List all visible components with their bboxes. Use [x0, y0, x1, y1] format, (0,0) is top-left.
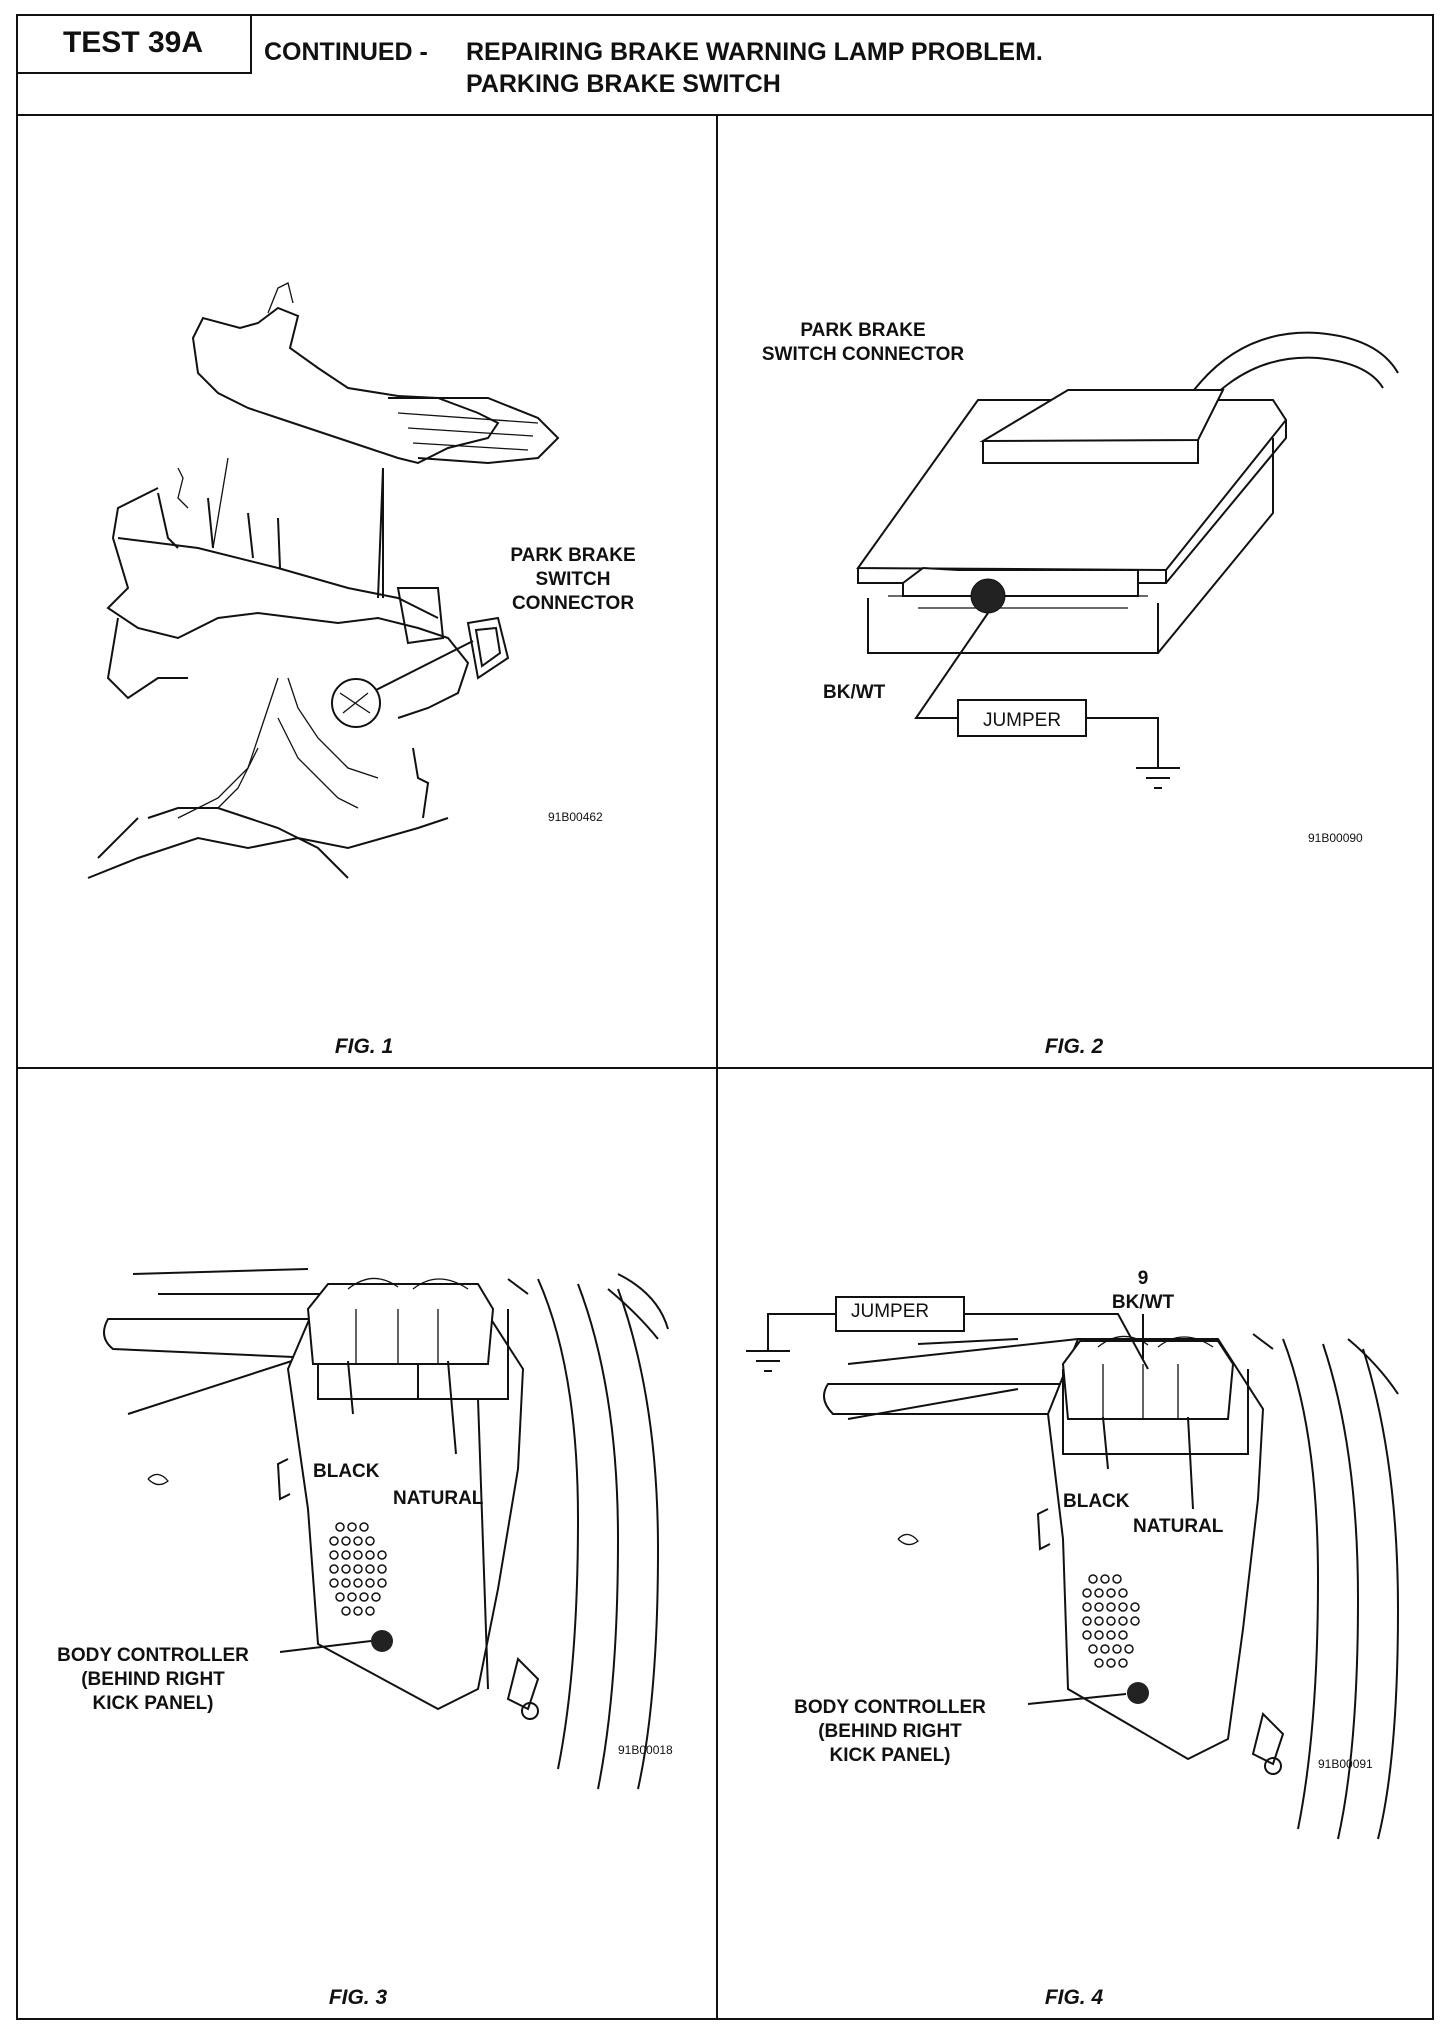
figure-2: PARK BRAKE SWITCH CONNECTOR BK/WT JUMPER… [762, 320, 1399, 1058]
fig2-caption: FIG. 2 [1045, 1035, 1104, 1058]
ground-icon [1136, 767, 1180, 789]
fig4-bc-leader [1027, 1693, 1127, 1705]
fig4-black-label: BLACK [1063, 1491, 1130, 1512]
fig3-body-controller-line3: KICK PANEL) [92, 1693, 213, 1714]
header: TEST 39A CONTINUED - REPAIRING BRAKE WAR… [16, 14, 1434, 116]
fig1-connector-label-line1: PARK BRAKE [510, 545, 635, 566]
fig4-wire-label: BK/WT [1112, 1292, 1175, 1313]
fig4-natural-label: NATURAL [1133, 1516, 1224, 1537]
fig4-jumper-label: JUMPER [851, 1301, 929, 1322]
fig3-black-leader [347, 1360, 354, 1415]
fig1-connector-label-line3: CONNECTOR [512, 593, 634, 614]
fig3-black-label: BLACK [313, 1461, 380, 1482]
fig2-jumper-label: JUMPER [983, 710, 1061, 731]
fig4-ground-wire [767, 1313, 836, 1351]
fig2-wire-label: BK/WT [823, 682, 886, 703]
fig4-body-controller-line3: KICK PANEL) [829, 1745, 950, 1766]
fig4-natural-leader [1187, 1416, 1194, 1510]
fig4-body-controller-line2: (BEHIND RIGHT [818, 1721, 962, 1742]
connector-leader-line [375, 640, 474, 691]
fig4-black-leader [1102, 1416, 1109, 1470]
fig4-caption: FIG. 4 [1045, 1986, 1104, 2009]
fig1-code: 91B00462 [548, 810, 603, 824]
ground-icon [746, 1350, 790, 1372]
fig4-body-controller-line1: BODY CONTROLLER [794, 1697, 986, 1718]
fig1-connector-label-line2: SWITCH [536, 569, 611, 590]
fig2-ground-wire [1086, 717, 1159, 768]
fig3-code: 91B00018 [618, 1743, 673, 1757]
body-controller-illustration [823, 1333, 1400, 1840]
fig4-jumper-wire [964, 1313, 1149, 1370]
fig3-natural-label: NATURAL [393, 1488, 484, 1509]
body-controller-illustration [103, 1268, 669, 1790]
figure-4: JUMPER 9 BK/WT BLACK NATURAL BODY CONTRO… [746, 1268, 1400, 2009]
fig4-code: 91B00091 [1318, 1757, 1373, 1771]
test-label: TEST 39A [16, 14, 252, 74]
page-title-line2: PARKING BRAKE SWITCH [466, 70, 781, 98]
switch-connector-illustration [856, 331, 1399, 654]
fig2-leader-line [914, 612, 989, 719]
continued-label: CONTINUED - [264, 38, 428, 66]
fig2-title-line2: SWITCH CONNECTOR [762, 344, 965, 365]
fig3-natural-leader [447, 1360, 457, 1455]
dash-panel-illustration [87, 282, 560, 879]
figure-1: PARK BRAKE SWITCH CONNECTOR 91B00462 FIG… [87, 282, 636, 1058]
fig3-bc-leader [279, 1640, 372, 1653]
fig4-pin-label: 9 [1138, 1268, 1149, 1289]
fig3-caption: FIG. 3 [329, 1986, 388, 2009]
fig2-jumper-box [957, 699, 1087, 737]
fig3-body-controller-line2: (BEHIND RIGHT [81, 1669, 225, 1690]
fig2-code: 91B00090 [1308, 831, 1363, 845]
fig1-caption: FIG. 1 [335, 1035, 393, 1058]
page-frame [16, 14, 1434, 2020]
panel-divider-horizontal [16, 1067, 1434, 1069]
figure-3: BLACK NATURAL BODY CONTROLLER (BEHIND RI… [57, 1268, 673, 2009]
fig2-title-line1: PARK BRAKE [800, 320, 925, 341]
page-title-line1: REPAIRING BRAKE WARNING LAMP PROBLEM. [466, 38, 1043, 66]
fig3-body-controller-line1: BODY CONTROLLER [57, 1645, 249, 1666]
